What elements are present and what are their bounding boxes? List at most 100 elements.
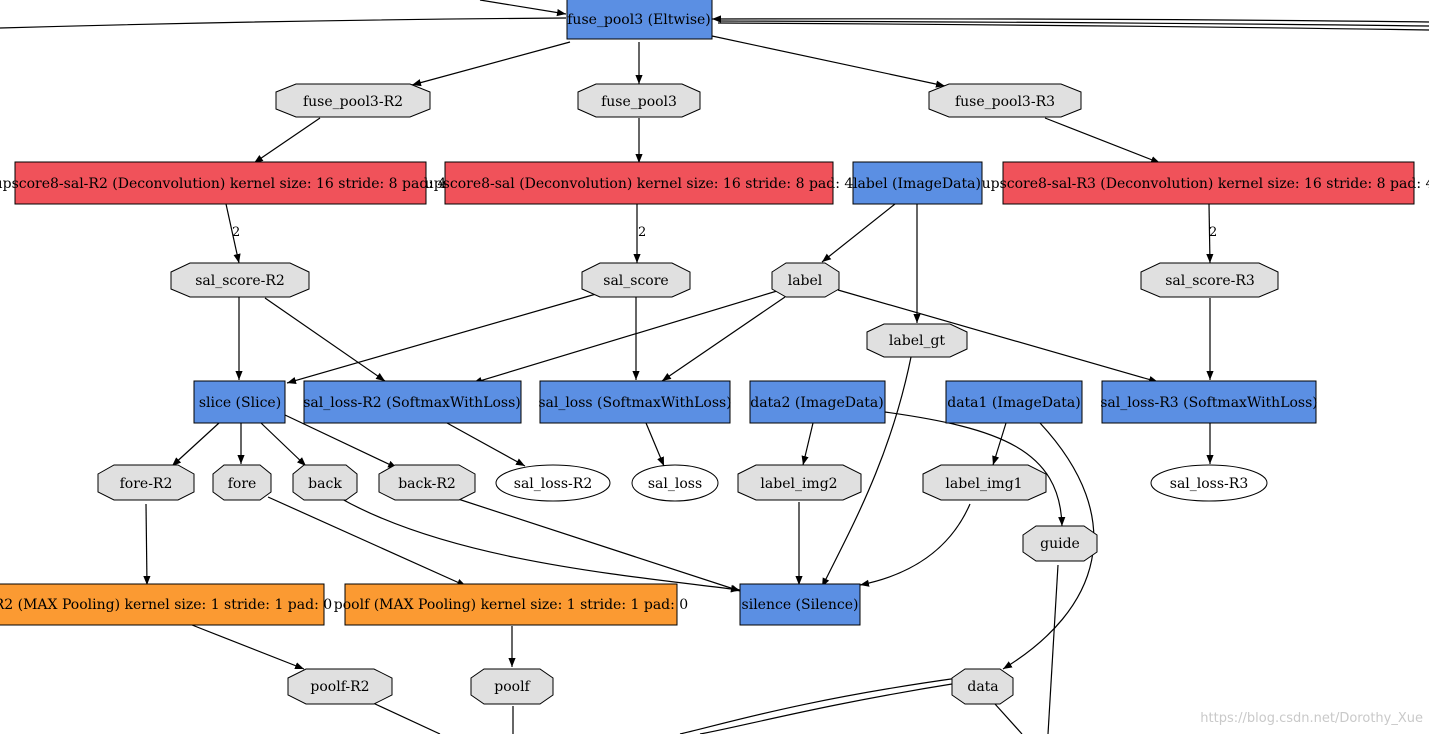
edge-label: 2 <box>1209 225 1217 240</box>
poolf-blob[interactable] <box>470 668 554 705</box>
sal-loss-r2-layer-label: sal_loss-R2 (SoftmaxWithLoss) <box>303 395 521 411</box>
fuse-pool3-blob[interactable] <box>577 83 701 118</box>
edge <box>171 422 220 467</box>
upscore8-sal-label: upscore8-sal (Deconvolution) kernel size… <box>425 176 854 192</box>
edge-label: 2 <box>638 225 646 240</box>
label-label: label <box>788 273 823 289</box>
edge <box>1002 422 1095 670</box>
data2-imagedata-layer-box[interactable] <box>749 380 886 424</box>
label-imagedata-label: label (ImageData) <box>853 176 981 192</box>
edge <box>191 624 305 670</box>
sal-loss-layer-box[interactable] <box>539 380 731 424</box>
guide-blob[interactable] <box>1022 525 1098 562</box>
fore-r2-label: fore-R2 <box>120 476 173 492</box>
edge <box>679 677 959 734</box>
sal-loss-r2-output[interactable] <box>495 464 611 502</box>
silence-layer-label: silence (Silence) <box>742 597 859 613</box>
poolf-r2-blob[interactable] <box>287 668 393 705</box>
sal-loss-r2-output-label: sal_loss-R2 <box>514 476 592 492</box>
slice-layer-box[interactable] <box>193 380 286 424</box>
label-gt-blob[interactable] <box>866 323 968 358</box>
sal-loss-output[interactable] <box>631 464 719 502</box>
edge <box>661 296 786 382</box>
edge <box>994 703 1023 734</box>
edge <box>1206 203 1214 264</box>
sal-score-r2-blob[interactable] <box>170 262 310 298</box>
label-blob[interactable] <box>771 262 840 298</box>
edge <box>446 422 526 467</box>
edge <box>884 411 1066 527</box>
label-imagedata-layer-box[interactable] <box>852 161 983 205</box>
poolf-layer-label: poolf (MAX Pooling) kernel size: 1 strid… <box>334 597 688 613</box>
edge <box>284 414 398 469</box>
label-img2-label: label_img2 <box>760 476 837 492</box>
fore-blob[interactable] <box>212 464 272 501</box>
sal-score-r3-label: sal_score-R3 <box>1165 273 1255 289</box>
sal-score-blob[interactable] <box>581 262 691 298</box>
edge <box>837 289 1159 383</box>
edge <box>253 117 321 164</box>
data-label: data <box>967 679 998 695</box>
edge <box>711 35 946 88</box>
label-img1-label: label_img1 <box>945 476 1022 492</box>
edge <box>1047 564 1059 734</box>
edge <box>264 297 386 382</box>
fuse-pool3-label: fuse_pool3 <box>601 94 677 110</box>
fuse-pool3-eltwise-label: fuse_pool3 (Eltwise) <box>567 12 711 28</box>
poolf-r2-layer-label: lf-R2 (MAX Pooling) kernel size: 1 strid… <box>0 597 332 613</box>
upscore8-sal-r2-layer-box[interactable] <box>14 161 427 205</box>
sal-loss-r3-output[interactable] <box>1150 464 1268 502</box>
fuse-pool3-eltwise-layer-box[interactable] <box>566 0 713 40</box>
data-blob[interactable] <box>951 668 1014 705</box>
data1-imagedata-label: data1 (ImageData) <box>947 395 1081 411</box>
edge <box>717 20 1429 27</box>
fuse-pool3-r2-blob[interactable] <box>275 83 431 118</box>
edge <box>645 422 665 467</box>
silence-layer-box[interactable] <box>739 583 861 626</box>
back-blob[interactable] <box>292 464 358 501</box>
edge <box>286 293 597 384</box>
edge <box>472 290 778 384</box>
back-label: back <box>308 476 342 492</box>
sal-loss-r3-layer-label: sal_loss-R3 (SoftmaxWithLoss) <box>1100 395 1318 411</box>
node-labels: fuse_pool3 (Eltwise) fuse_pool3-R2 fuse_… <box>0 12 1429 695</box>
edge <box>225 203 241 264</box>
upscore8-sal-r2-label: upscore8-sal-R2 (Deconvolution) kernel s… <box>0 176 446 192</box>
edge <box>717 22 1429 31</box>
edge <box>339 497 741 593</box>
poolf-label: poolf <box>494 679 531 695</box>
poolf-r2-layer-box[interactable] <box>0 583 325 626</box>
output-blobs <box>495 464 1268 502</box>
blob-nodes <box>97 83 1279 705</box>
edge <box>1044 117 1161 164</box>
fuse-pool3-r2-label: fuse_pool3-R2 <box>303 94 403 110</box>
layer-boxes <box>0 0 1415 626</box>
edge <box>143 503 151 586</box>
fuse-pool3-r3-blob[interactable] <box>928 83 1082 118</box>
label-img2-blob[interactable] <box>737 464 862 501</box>
back-r2-blob[interactable] <box>378 464 476 501</box>
fore-r2-blob[interactable] <box>97 464 195 501</box>
poolf-layer-box[interactable] <box>344 583 678 626</box>
upscore8-sal-layer-box[interactable] <box>444 161 834 205</box>
edge <box>454 497 741 592</box>
label-img1-blob[interactable] <box>922 464 1047 501</box>
upscore8-sal-r3-layer-box[interactable] <box>1002 161 1415 205</box>
sal-score-r3-blob[interactable] <box>1140 262 1279 298</box>
edge <box>821 203 896 263</box>
sal-loss-r2-layer-box[interactable] <box>303 380 522 424</box>
data1-imagedata-layer-box[interactable] <box>945 380 1083 424</box>
label-gt-label: label_gt <box>889 333 946 349</box>
data2-imagedata-label: data2 (ImageData) <box>750 395 884 411</box>
sal-loss-r3-output-label: sal_loss-R3 <box>1170 476 1248 492</box>
edge <box>411 41 571 87</box>
sal-loss-r3-layer-box[interactable] <box>1101 380 1317 424</box>
edge-label: 2 <box>232 225 240 240</box>
watermark: https://blog.csdn.net/Dorothy_Xue <box>1200 711 1423 726</box>
sal-score-label: sal_score <box>603 273 668 289</box>
fore-label: fore <box>228 476 257 492</box>
edge <box>267 496 467 587</box>
back-r2-label: back-R2 <box>398 476 456 492</box>
